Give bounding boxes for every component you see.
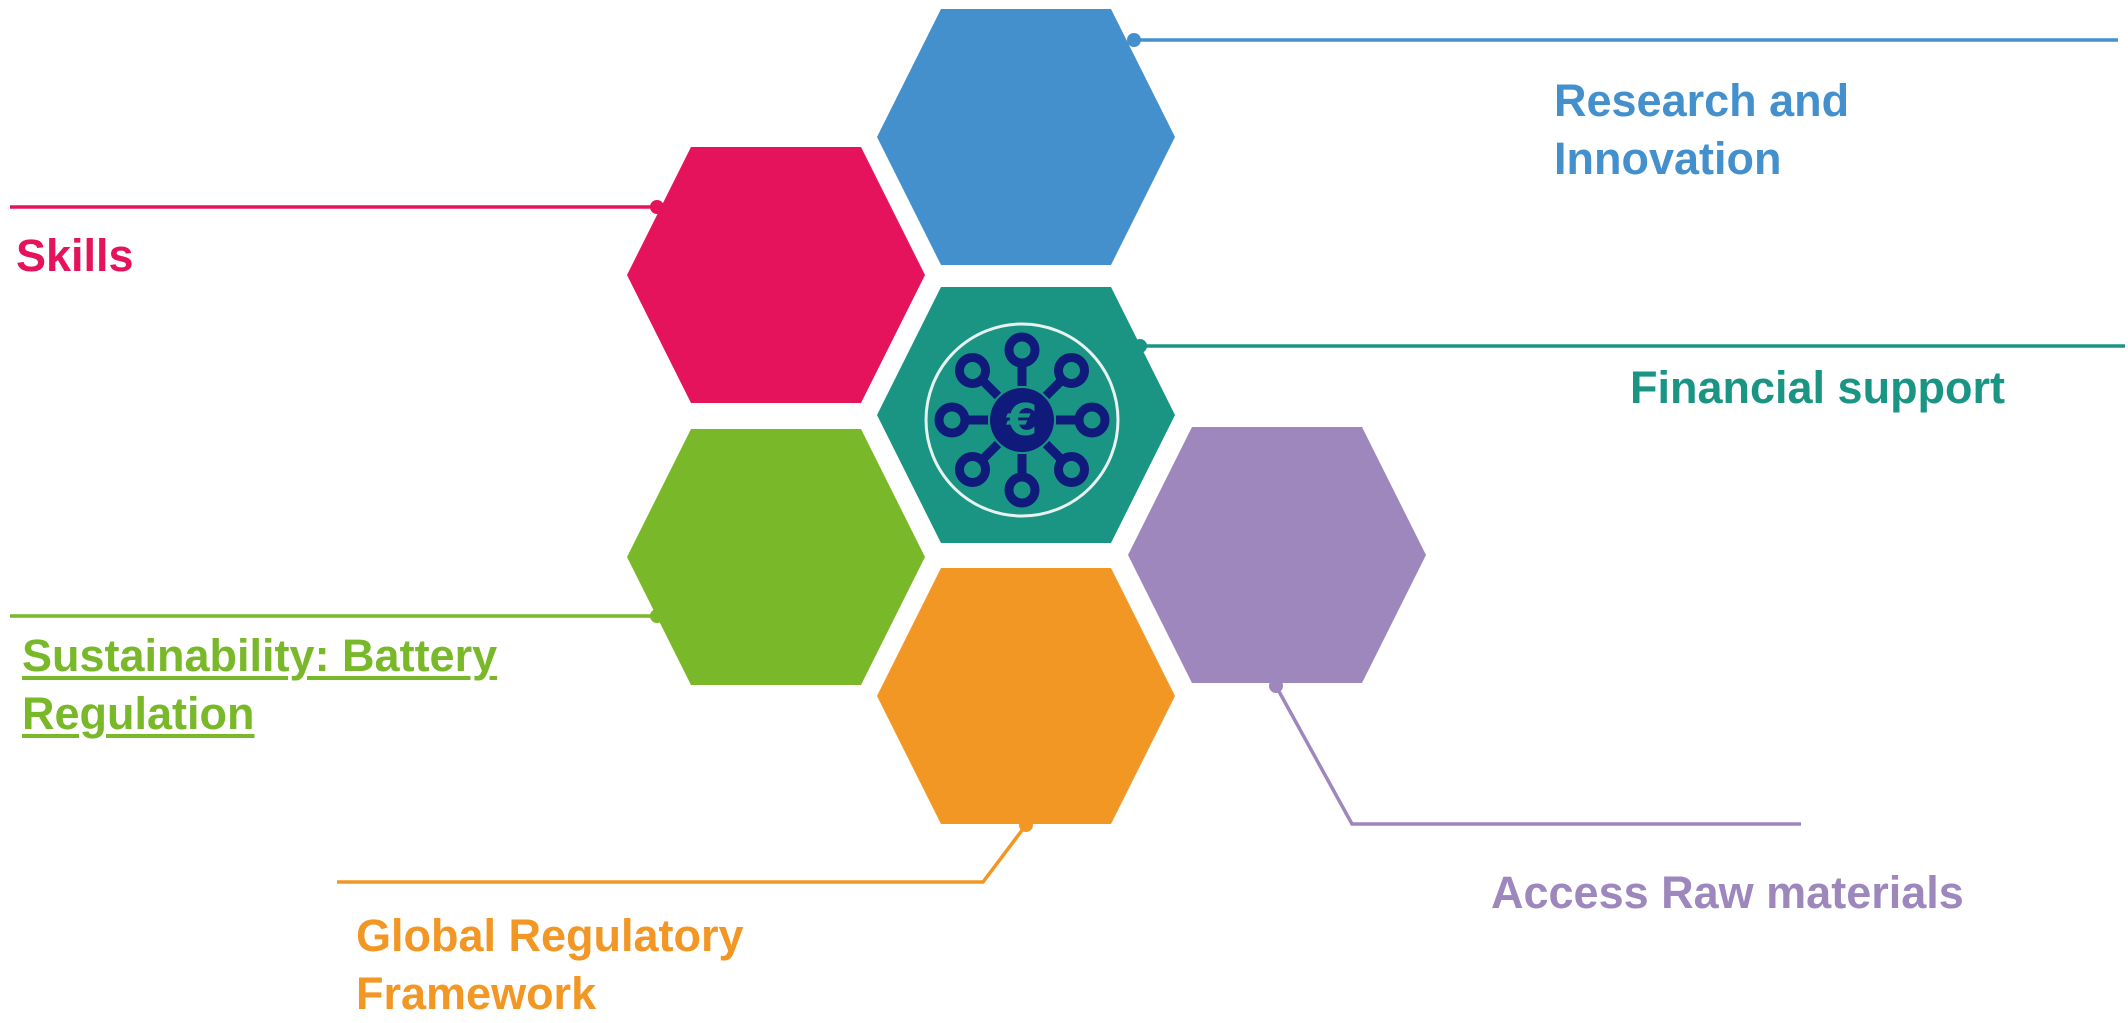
global-regulatory-connector-line <box>337 823 1028 884</box>
icon-node <box>1053 451 1089 487</box>
sustainability-hexagon <box>627 429 925 685</box>
sustainability-label-line[interactable]: Sustainability: Battery <box>22 630 498 681</box>
connector-lines <box>10 38 2125 884</box>
research-connector-dot <box>1127 33 1141 47</box>
skills-label: Skills <box>16 227 134 285</box>
research-label-line: Innovation <box>1554 133 1782 184</box>
research-label-line: Research and <box>1554 75 1850 126</box>
sustainability-connector-dot <box>650 609 664 623</box>
raw-materials-label: Access Raw materials <box>1491 864 1964 922</box>
sustainability-label-line[interactable]: Regulation <box>22 688 255 739</box>
icon-node <box>1053 353 1089 389</box>
icon-hub <box>990 388 1054 452</box>
icon-node <box>955 353 991 389</box>
icon-node <box>1004 472 1040 508</box>
financial-connector-dot <box>1133 339 1147 353</box>
skills-connector-dot <box>650 200 664 214</box>
icon-node <box>1074 402 1110 438</box>
raw-materials-connector-dot <box>1269 679 1283 693</box>
global-regulatory-label-line: Framework <box>356 968 597 1019</box>
global-regulatory-connector-dot <box>1019 818 1033 832</box>
raw-materials-label-line: Access Raw materials <box>1491 867 1964 918</box>
euro-symbol: € <box>1006 395 1038 446</box>
icon-node <box>934 402 970 438</box>
icon-node <box>1004 332 1040 368</box>
financial-label-line: Financial support <box>1630 362 2006 413</box>
euro-network-icon: € <box>924 322 1120 518</box>
skills-label-line: Skills <box>16 230 134 281</box>
global-regulatory-hexagon <box>877 568 1175 824</box>
research-hexagon <box>877 9 1175 265</box>
raw-materials-hexagon <box>1128 427 1426 683</box>
skills-hexagon <box>627 147 925 403</box>
icon-node <box>955 451 991 487</box>
financial-label: Financial support <box>1630 359 2005 417</box>
raw-materials-connector-line <box>1274 685 1801 826</box>
global-regulatory-label-line: Global Regulatory <box>356 910 744 961</box>
hexagon-group <box>627 9 1426 832</box>
